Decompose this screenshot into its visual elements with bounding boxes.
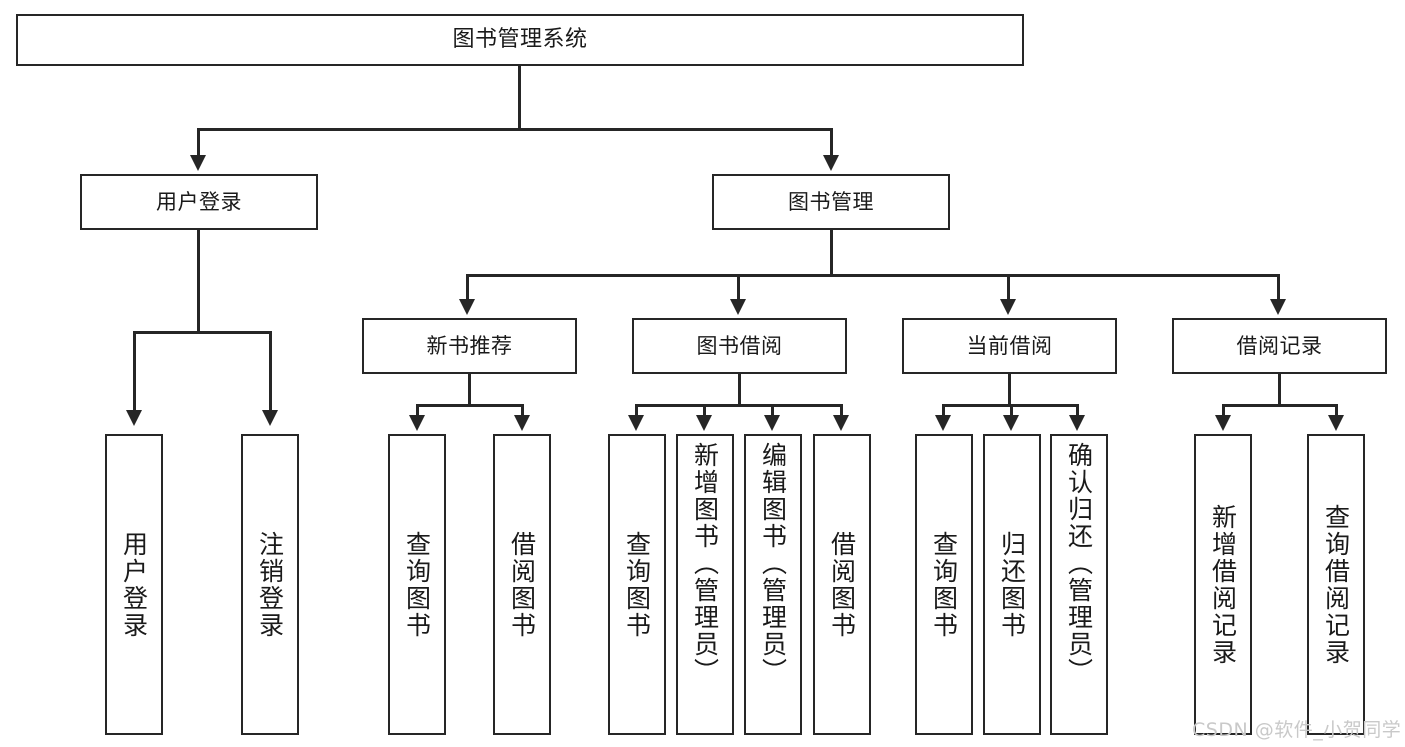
connector-book-mgmt-stem bbox=[830, 230, 833, 276]
node-book-management[interactable]: 图书管理 bbox=[712, 174, 950, 230]
arrow-nbr-2 bbox=[514, 415, 530, 431]
connector-nbr-bus bbox=[416, 404, 524, 407]
leaf-cb-confirm-return[interactable]: 确认归还（管理员） bbox=[1050, 434, 1108, 735]
node-label: 注销登录 bbox=[255, 530, 285, 639]
watermark-text: CSDN @软件_小贺同学 bbox=[1192, 719, 1402, 741]
node-label: 编辑图书（管理员） bbox=[758, 442, 788, 685]
leaf-cb-return-book[interactable]: 归还图书 bbox=[983, 434, 1041, 735]
connector-drop-br-1 bbox=[1222, 404, 1225, 418]
connector-drop-nbr-2 bbox=[521, 404, 524, 418]
node-book-borrow[interactable]: 图书借阅 bbox=[632, 318, 847, 374]
connector-drop-user-login bbox=[197, 128, 200, 158]
node-label: 查询借阅记录 bbox=[1321, 503, 1351, 666]
leaf-bb-query-book[interactable]: 查询图书 bbox=[608, 434, 666, 735]
node-label: 图书借阅 bbox=[696, 333, 783, 358]
node-label: 图书管理 bbox=[788, 189, 874, 214]
arrow-book-mgmt bbox=[823, 155, 839, 171]
arrow-borrow-records bbox=[1270, 299, 1286, 315]
connector-root-stem bbox=[518, 66, 521, 130]
arrow-cb-2 bbox=[1003, 415, 1019, 431]
leaf-br-add-record[interactable]: 新增借阅记录 bbox=[1194, 434, 1252, 735]
arrow-leaf-logout bbox=[262, 410, 278, 426]
connector-br-stem bbox=[1278, 374, 1281, 406]
connector-drop-nbr-1 bbox=[416, 404, 419, 418]
arrow-book-borrow bbox=[730, 299, 746, 315]
leaf-br-query-record[interactable]: 查询借阅记录 bbox=[1307, 434, 1365, 735]
connector-drop-leaf-user-login bbox=[133, 331, 136, 413]
node-user-login[interactable]: 用户登录 bbox=[80, 174, 318, 230]
connector-drop-cb-3 bbox=[1076, 404, 1079, 418]
node-new-book-recommend[interactable]: 新书推荐 bbox=[362, 318, 577, 374]
connector-book-mgmt-bus bbox=[466, 274, 1280, 277]
arrow-cb-3 bbox=[1069, 415, 1085, 431]
arrow-cb-1 bbox=[935, 415, 951, 431]
connector-cb-stem bbox=[1008, 374, 1011, 406]
connector-br-bus bbox=[1222, 404, 1338, 407]
connector-user-login-stem bbox=[197, 230, 200, 333]
node-label: 用户登录 bbox=[119, 530, 149, 639]
node-label: 新增图书（管理员） bbox=[690, 442, 720, 685]
node-root-system[interactable]: 图书管理系统 bbox=[16, 14, 1024, 66]
connector-drop-book-mgmt bbox=[830, 128, 833, 158]
connector-drop-bb-1 bbox=[635, 404, 638, 418]
connector-drop-book-borrow bbox=[737, 274, 740, 302]
connector-drop-bb-3 bbox=[771, 404, 774, 418]
arrow-br-1 bbox=[1215, 415, 1231, 431]
connector-drop-leaf-logout bbox=[269, 331, 272, 413]
connector-bb-stem bbox=[738, 374, 741, 406]
leaf-bb-add-book[interactable]: 新增图书（管理员） bbox=[676, 434, 734, 735]
node-label: 借阅图书 bbox=[507, 530, 537, 639]
leaf-bb-borrow-book[interactable]: 借阅图书 bbox=[813, 434, 871, 735]
connector-bb-bus bbox=[635, 404, 843, 407]
arrow-br-2 bbox=[1328, 415, 1344, 431]
connector-drop-current-borrow bbox=[1007, 274, 1010, 302]
node-label: 用户登录 bbox=[156, 189, 242, 214]
node-borrow-records[interactable]: 借阅记录 bbox=[1172, 318, 1387, 374]
arrow-bb-4 bbox=[833, 415, 849, 431]
connector-user-login-bus bbox=[133, 331, 272, 334]
arrow-bb-1 bbox=[628, 415, 644, 431]
connector-drop-bb-4 bbox=[840, 404, 843, 418]
node-current-borrow[interactable]: 当前借阅 bbox=[902, 318, 1117, 374]
arrow-user-login bbox=[190, 155, 206, 171]
connector-drop-borrow-records bbox=[1277, 274, 1280, 302]
node-label: 查询图书 bbox=[929, 530, 959, 639]
connector-drop-new-book bbox=[466, 274, 469, 302]
arrow-new-book-recommend bbox=[459, 299, 475, 315]
node-label: 查询图书 bbox=[402, 530, 432, 639]
arrow-leaf-user-login bbox=[126, 410, 142, 426]
connector-drop-cb-1 bbox=[942, 404, 945, 418]
leaf-user-login[interactable]: 用户登录 bbox=[105, 434, 163, 735]
node-label: 借阅图书 bbox=[827, 530, 857, 639]
arrow-nbr-1 bbox=[409, 415, 425, 431]
node-label: 新书推荐 bbox=[426, 333, 513, 358]
connector-root-bus bbox=[197, 128, 833, 131]
connector-drop-bb-2 bbox=[703, 404, 706, 418]
connector-drop-br-2 bbox=[1335, 404, 1338, 418]
leaf-nbr-query-book[interactable]: 查询图书 bbox=[388, 434, 446, 735]
arrow-bb-3 bbox=[764, 415, 780, 431]
node-label: 归还图书 bbox=[997, 530, 1027, 639]
node-label: 图书管理系统 bbox=[452, 27, 588, 53]
connector-drop-cb-2 bbox=[1010, 404, 1013, 418]
arrow-bb-2 bbox=[696, 415, 712, 431]
node-label: 当前借阅 bbox=[966, 333, 1053, 358]
leaf-cb-query-book[interactable]: 查询图书 bbox=[915, 434, 973, 735]
leaf-nbr-borrow-book[interactable]: 借阅图书 bbox=[493, 434, 551, 735]
node-label: 新增借阅记录 bbox=[1208, 503, 1238, 666]
connector-nbr-stem bbox=[468, 374, 471, 406]
arrow-current-borrow bbox=[1000, 299, 1016, 315]
node-label: 借阅记录 bbox=[1236, 333, 1323, 358]
node-label: 查询图书 bbox=[622, 530, 652, 639]
leaf-logout[interactable]: 注销登录 bbox=[241, 434, 299, 735]
leaf-bb-edit-book[interactable]: 编辑图书（管理员） bbox=[744, 434, 802, 735]
node-label: 确认归还（管理员） bbox=[1064, 442, 1094, 685]
